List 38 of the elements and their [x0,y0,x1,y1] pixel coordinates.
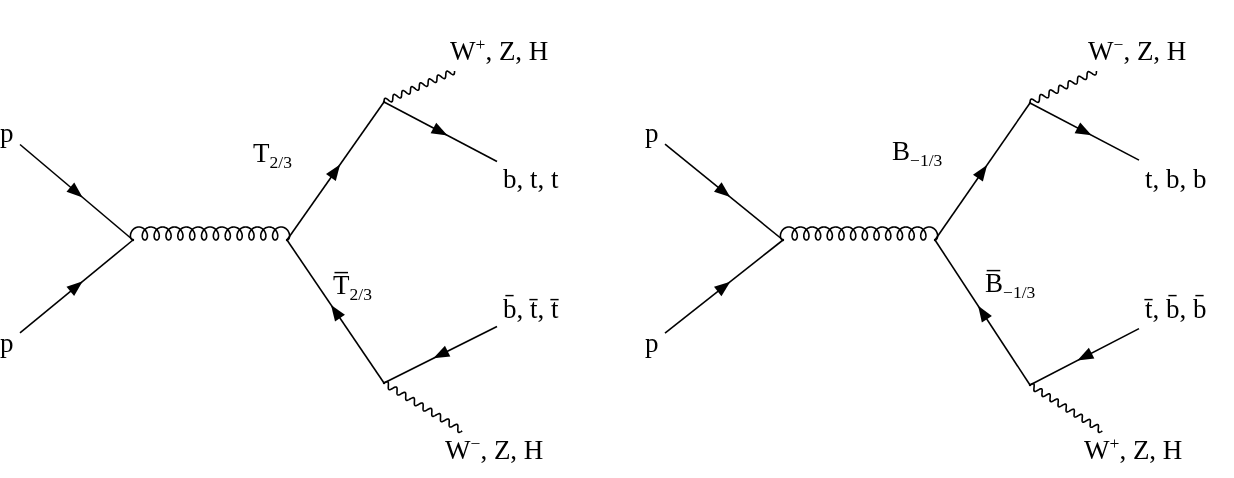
fermion-line [286,239,385,384]
edge-label: T̅$_{2/3}$ [333,272,372,299]
particle-label: p [0,120,14,147]
particle-label: p [645,120,659,147]
vertex-point [1028,101,1032,105]
edge-label: B̅$_{−1/3}$ [985,270,1036,297]
particle-label: b̄, t̄, t̄ [503,296,559,323]
particle-label: p [0,330,14,357]
fermion-line [934,102,1031,241]
gluon-line [129,226,291,241]
particle-label: b, t, t [503,166,559,193]
fermion-line [934,239,1031,386]
boson-line [383,70,456,103]
particle-label: t̄, b̄, b̄ [1145,296,1207,323]
vertex-point [933,238,937,242]
edge-label: B$_{−1/3}$ [892,138,943,165]
boson-line [1029,70,1098,104]
particle-label: W$^{−}$, Z, H [445,437,544,464]
gluon-line [779,226,939,241]
vertex-point [131,238,135,242]
particle-label: W$^{−}$, Z, H [1088,38,1187,65]
vertex-point [781,238,785,242]
particle-label: W$^{+}$, Z, H [1084,437,1183,464]
vertex-point [382,381,386,385]
fermion-line [664,239,784,335]
particle-label: p [645,330,659,357]
vertex-point [1028,383,1032,387]
fermion-line [1029,102,1140,161]
edge-label: T$_{2/3}$ [253,140,292,167]
particle-label: W$^{+}$, Z, H [450,38,549,65]
vertex-point [285,238,289,242]
boson-line [1029,382,1104,434]
fermion-line [286,101,385,241]
vertex-point [382,100,386,104]
fermion-line [383,101,498,163]
boson-line [383,380,464,434]
particle-label: t, b, b [1145,166,1207,193]
fermion-line [19,239,134,334]
